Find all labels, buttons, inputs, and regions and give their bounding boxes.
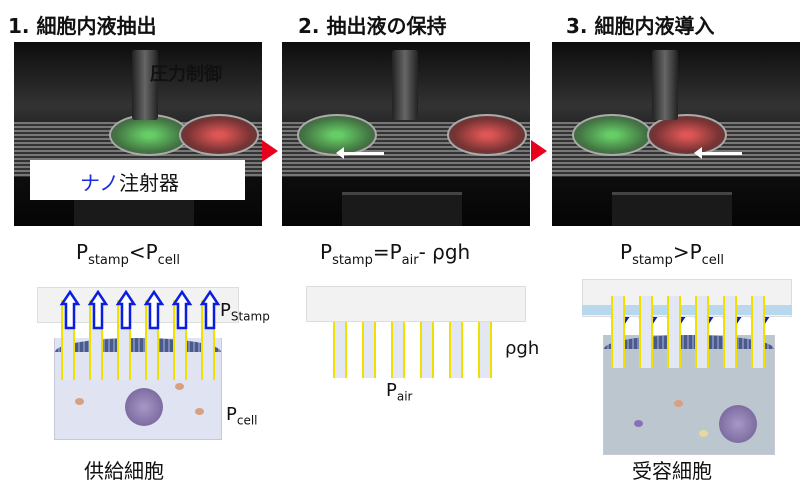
nanotube bbox=[611, 296, 625, 368]
up-arrow-icon bbox=[87, 289, 109, 330]
step2-photo bbox=[282, 42, 530, 226]
step2-title: 2. 抽出液の保持 bbox=[298, 14, 447, 38]
pressure-control-label: 圧力制御 bbox=[150, 64, 222, 85]
step2-equation: Pstamp=Pair- ρgh bbox=[320, 240, 471, 268]
up-arrow-icon bbox=[171, 289, 193, 330]
step3-equation: Pstamp>Pcell bbox=[620, 240, 725, 268]
step-arrow-icon bbox=[531, 140, 547, 162]
p-stamp-label: PStamp bbox=[220, 300, 270, 324]
nanotube bbox=[362, 322, 376, 378]
recipient-cell-caption: 受容細胞 bbox=[632, 459, 712, 483]
nano-prefix: ナノ bbox=[80, 171, 119, 195]
liquid-layer bbox=[582, 305, 792, 315]
nanotube bbox=[420, 322, 434, 378]
nanotube bbox=[667, 296, 681, 368]
nanotube bbox=[723, 296, 737, 368]
nano-suffix: 注射器 bbox=[119, 171, 179, 195]
up-arrow-icon bbox=[143, 289, 165, 330]
up-arrow-icon bbox=[59, 289, 81, 330]
nanotube bbox=[751, 296, 765, 368]
step1-title: 1. 細胞内液抽出 bbox=[8, 14, 157, 38]
rho-gh-label: ρgh bbox=[505, 338, 540, 359]
up-arrow-icon bbox=[115, 289, 137, 330]
step3-photo bbox=[552, 42, 800, 226]
step3-title: 3. 細胞内液導入 bbox=[566, 14, 715, 38]
nanotube bbox=[478, 322, 492, 378]
nanotube bbox=[333, 322, 347, 378]
step1-equation: Pstamp<Pcell bbox=[76, 240, 181, 268]
nanotube bbox=[695, 296, 709, 368]
nanotube bbox=[391, 322, 405, 378]
step-arrow-icon bbox=[262, 140, 278, 162]
stamp-plate bbox=[306, 286, 526, 322]
donor-cell bbox=[54, 338, 222, 440]
recipient-cell bbox=[603, 335, 775, 455]
nano-injector-label: ナノ注射器 bbox=[30, 160, 245, 200]
up-arrow-icon bbox=[199, 289, 221, 330]
p-air-label: Pair bbox=[386, 380, 413, 404]
nanotube bbox=[449, 322, 463, 378]
p-cell-label: Pcell bbox=[226, 404, 258, 428]
donor-cell-caption: 供給細胞 bbox=[84, 459, 164, 483]
nanotube bbox=[639, 296, 653, 368]
